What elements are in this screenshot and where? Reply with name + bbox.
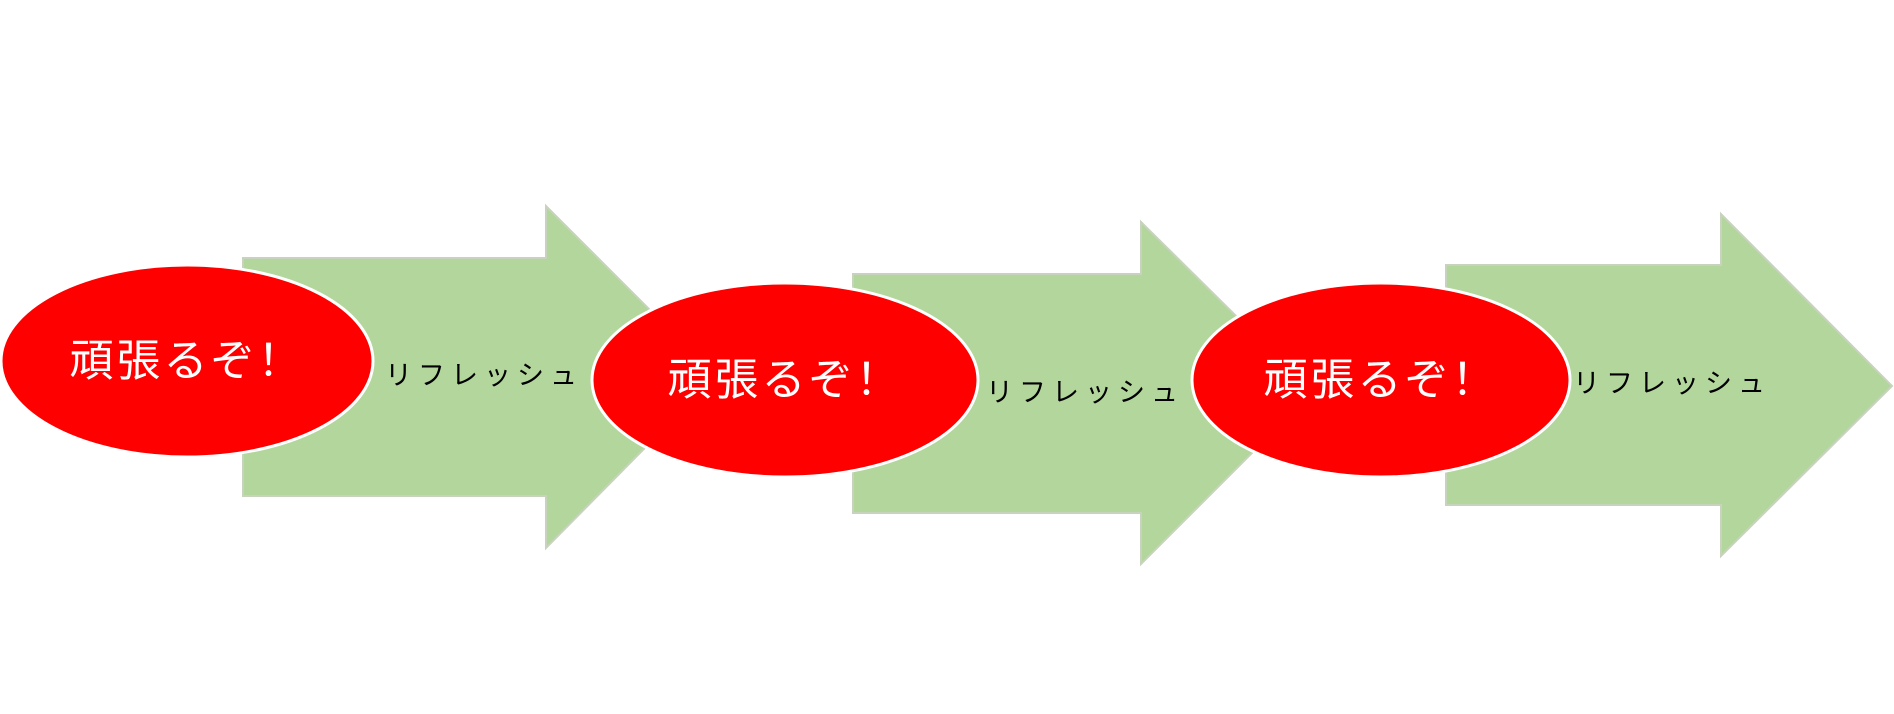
motivation-ellipse — [1190, 281, 1572, 479]
process-arrow — [852, 219, 1315, 567]
ellipse-label: 頑張るぞ！ — [668, 355, 903, 406]
arrow-label: リフレッシュ — [986, 378, 1184, 409]
process-arrow — [242, 203, 718, 551]
ellipse-label: 頑張るぞ！ — [70, 336, 305, 387]
motivation-ellipse — [0, 263, 375, 459]
process-arrow — [1445, 211, 1894, 559]
motivation-ellipse — [590, 281, 980, 479]
ellipse-label: 頑張るぞ！ — [1264, 355, 1499, 406]
process-step-1: 頑張るぞ！ リフレッシュ — [0, 203, 718, 551]
arrow-label: リフレッシュ — [385, 361, 583, 392]
arrow-label: リフレッシュ — [1573, 369, 1771, 400]
process-step-2: 頑張るぞ！ リフレッシュ — [590, 219, 1315, 567]
process-step-3: 頑張るぞ！ リフレッシュ — [1190, 211, 1894, 559]
